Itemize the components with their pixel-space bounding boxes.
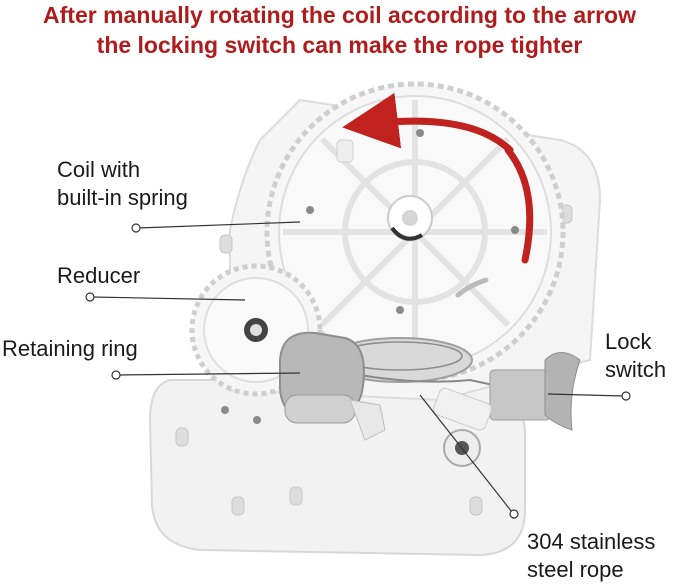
retaining-ring-cam — [279, 331, 386, 441]
rotation-arrow — [342, 92, 514, 154]
reducer-label: Reducer — [57, 263, 141, 288]
leader-lines — [85, 221, 631, 519]
headline-line-2: the locking switch can make the rope tig… — [96, 32, 583, 58]
lock-switch-label-line-2: switch — [605, 357, 667, 382]
steel-rope — [359, 374, 541, 396]
lock-switch-label-line-1: Lock — [605, 329, 652, 354]
coil-label-line-1: Coil with — [57, 157, 141, 182]
coil-gear — [264, 81, 566, 383]
headline-line-1: After manually rotating the coil accordi… — [43, 2, 636, 28]
base-screws — [221, 406, 261, 424]
rope-label-line-2: steel rope — [527, 557, 624, 582]
lock-switch-lever — [489, 352, 581, 431]
retaining-ring-label: Retaining ring — [2, 336, 138, 361]
coil-label-line-2: built-in spring — [57, 185, 188, 210]
rope-label-line-1: 304 stainless — [527, 529, 656, 554]
mounting-slots — [175, 204, 573, 516]
